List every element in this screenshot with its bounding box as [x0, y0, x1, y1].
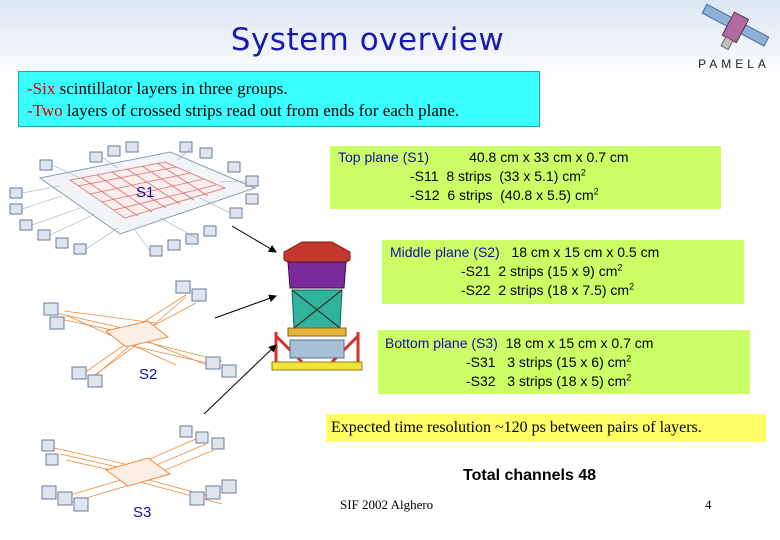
s22-exp: 2: [629, 281, 635, 292]
top-plane-header: Top plane (S1) 40.8 cm x 33 cm x 0.7 cm: [338, 148, 721, 167]
footer-text: SIF 2002 Alghero: [340, 497, 434, 512]
total-channels: Total channels 48: [463, 467, 597, 484]
s3-layer-illustration: [41, 425, 237, 512]
s2-label: S2: [139, 366, 158, 383]
s1-drawing: S1: [0, 138, 270, 260]
intro-line-1-highlight: -Six: [27, 79, 56, 98]
s31-row: -S31 3 strips (15 x 6) cm2: [385, 353, 750, 372]
arrow-s1: [231, 225, 277, 253]
s31-id: -S31: [466, 354, 496, 370]
s11-exp: 2: [580, 167, 586, 178]
intro-line-2-text: layers of crossed strips read out from e…: [62, 101, 460, 120]
intro-line-1: -Six scintillator layers in three groups…: [27, 78, 531, 100]
top-plane-panel: Top plane (S1) 40.8 cm x 33 cm x 0.7 cm -…: [330, 146, 721, 209]
s1-layer-illustration: [9, 141, 259, 257]
middle-plane-header: Middle plane (S2) 18 cm x 15 cm x 0.5 cm: [390, 243, 744, 262]
intro-box: -Six scintillator layers in three groups…: [18, 71, 540, 127]
s11-text: 8 strips (33 x 5.1) cm: [446, 168, 581, 184]
arrow-s2: [214, 294, 277, 319]
s2-drawing: S2: [36, 275, 246, 393]
s21-text: 2 strips (15 x 9) cm: [498, 263, 618, 279]
bottom-plane-panel: Bottom plane (S3) 18 cm x 15 cm x 0.7 cm…: [378, 330, 750, 394]
s11-row: -S11 8 strips (33 x 5.1) cm2: [338, 167, 721, 186]
s1-label: S1: [136, 184, 155, 201]
detector-illustration: [271, 241, 363, 371]
s12-text: 6 strips (40.8 x 5.5) cm: [447, 187, 594, 203]
middle-plane-title: Middle plane (S2): [390, 244, 500, 260]
s32-id: -S32: [466, 373, 496, 389]
s21-id: -S21: [461, 263, 491, 279]
arrow-s3: [203, 344, 277, 415]
s12-exp: 2: [593, 186, 599, 197]
s31-exp: 2: [626, 353, 632, 364]
s2-layer-illustration: [43, 280, 237, 388]
detector-render: [262, 236, 372, 376]
bottom-plane-header: Bottom plane (S3) 18 cm x 15 cm x 0.7 cm: [385, 334, 750, 353]
expected-resolution-box: Expected time resolution ~120 ps between…: [326, 414, 766, 442]
s22-row: -S22 2 strips (18 x 7.5) cm2: [390, 281, 744, 300]
s22-id: -S22: [461, 282, 491, 298]
s12-row: -S12 6 strips (40.8 x 5.5) cm2: [338, 186, 721, 205]
s21-exp: 2: [617, 262, 623, 273]
middle-plane-panel: Middle plane (S2) 18 cm x 15 cm x 0.5 cm…: [382, 240, 744, 304]
logo-text: PAMELA: [698, 57, 770, 71]
top-plane-title: Top plane (S1): [338, 149, 430, 165]
page-number: 4: [705, 497, 712, 512]
s31-text: 3 strips (15 x 6) cm: [507, 354, 627, 370]
top-plane-dims: 40.8 cm x 33 cm x 0.7 cm: [469, 149, 629, 165]
s3-label: S3: [133, 504, 152, 521]
intro-line-2-highlight: -Two: [27, 101, 63, 120]
s21-row: -S21 2 strips (15 x 9) cm2: [390, 262, 744, 281]
middle-plane-dims: 18 cm x 15 cm x 0.5 cm: [511, 244, 660, 260]
s32-exp: 2: [626, 372, 632, 383]
satellite-icon: [701, 3, 770, 51]
slide-title: System overview: [230, 22, 505, 58]
s12-id: -S12: [410, 187, 440, 203]
bottom-plane-title: Bottom plane (S3): [385, 335, 498, 351]
bottom-plane-dims: 18 cm x 15 cm x 0.7 cm: [505, 335, 654, 351]
s32-row: -S32 3 strips (18 x 5) cm2: [385, 372, 750, 391]
s32-text: 3 strips (18 x 5) cm: [507, 373, 627, 389]
intro-line-1-text: scintillator layers in three groups.: [55, 79, 288, 98]
intro-line-2: -Two layers of crossed strips read out f…: [27, 100, 531, 122]
s3-drawing: S3: [30, 418, 248, 526]
s11-id: -S11: [410, 168, 439, 184]
s22-text: 2 strips (18 x 7.5) cm: [498, 282, 630, 298]
pamela-logo: PAMELA: [690, 2, 778, 72]
